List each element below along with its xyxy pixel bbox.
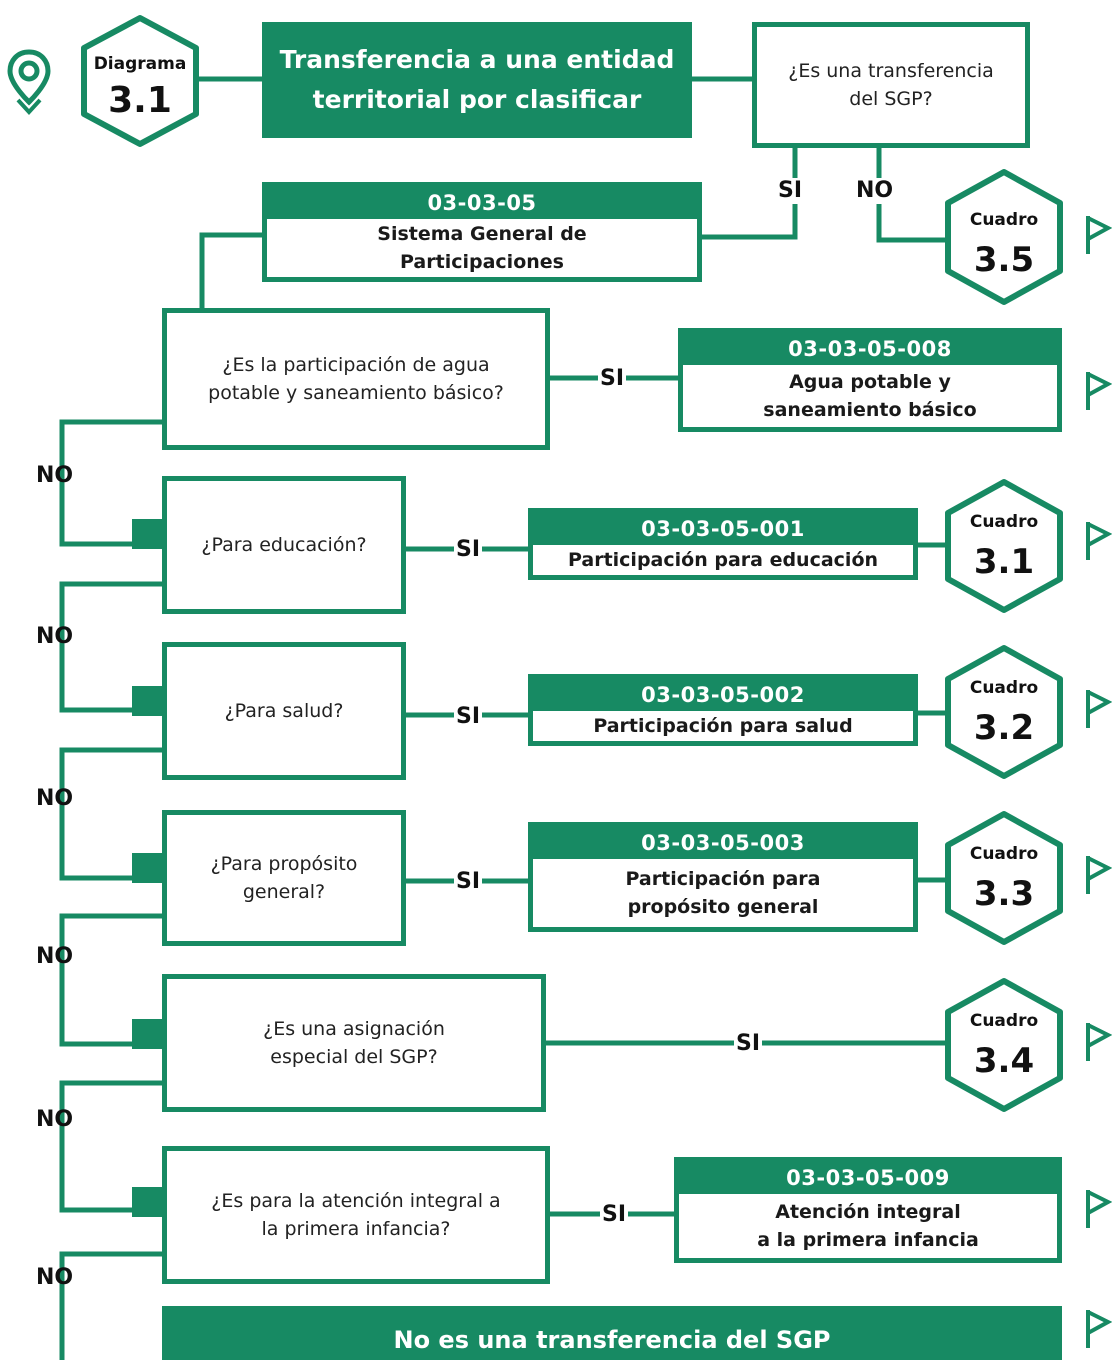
cuadro-3-3[interactable]: Cuadro 3.3 (942, 810, 1066, 946)
si-label: SI (734, 1031, 763, 1057)
cuadro-3-5[interactable]: Cuadro 3.5 (942, 168, 1066, 306)
code-box-salud: 03-03-05-002 Participación para salud (528, 674, 918, 746)
hexagon-shape (945, 645, 1063, 779)
si-label: SI (598, 366, 627, 392)
si-label: SI (454, 704, 483, 730)
code-number: 03-03-05-008 (683, 333, 1057, 365)
code-name: Participación para salud (593, 715, 853, 737)
flag-icon (1086, 856, 1112, 894)
code-box-infancia: 03-03-05-009 Atención integral a la prim… (674, 1157, 1062, 1263)
flag-icon (1086, 690, 1112, 728)
question-sgp: ¿Es una transferencia del SGP? (752, 22, 1030, 148)
code-number: 03-03-05 (267, 187, 697, 219)
flag-icon (1086, 522, 1112, 560)
diagram-number: 3.1 (108, 80, 172, 121)
hexagon-shape (81, 15, 199, 147)
code-name: Agua potable y saneamiento básico (763, 371, 977, 421)
code-number: 03-03-05-002 (533, 679, 913, 711)
code-number: 03-03-05-001 (533, 513, 913, 545)
question-proposito: ¿Para propósito general? (162, 810, 406, 946)
code-number: 03-03-05-009 (679, 1162, 1057, 1194)
cuadro-3-4[interactable]: Cuadro 3.4 (942, 977, 1066, 1113)
code-name: Participación para propósito general (625, 868, 821, 918)
si-label: SI (776, 178, 805, 204)
question-text: ¿Para salud? (224, 700, 344, 722)
no-label: NO (36, 1265, 74, 1290)
flag-icon (1086, 1023, 1112, 1061)
question-asignacion: ¿Es una asignación especial del SGP? (162, 974, 546, 1112)
start-node: Transferencia a una entidad territorial … (262, 22, 692, 138)
hexagon-shape (945, 479, 1063, 613)
code-box-proposito: 03-03-05-003 Participación para propósit… (528, 822, 918, 932)
cuadro-number: 3.5 (973, 240, 1035, 280)
cuadro-number: 3.4 (973, 1041, 1035, 1081)
cuadro-number: 3.2 (973, 708, 1035, 748)
question-infancia: ¿Es para la atención integral a la prime… (162, 1146, 550, 1284)
hexagon-shape (945, 978, 1063, 1112)
hexagon-shape (945, 169, 1063, 305)
flag-icon (1086, 372, 1112, 410)
no-label: NO (36, 1107, 74, 1132)
si-label: SI (454, 869, 483, 895)
flag-icon (1086, 1190, 1112, 1228)
location-pin-icon (7, 49, 51, 115)
question-text: ¿Es para la atención integral a la prime… (211, 1190, 501, 1240)
diagram-badge: Diagrama 3.1 (78, 14, 202, 148)
question-text: ¿Para propósito general? (210, 853, 358, 903)
code-name: Atención integral a la primera infancia (757, 1201, 979, 1251)
hexagon-shape (945, 811, 1063, 945)
no-label: NO (36, 786, 74, 811)
cuadro-label: Cuadro (969, 210, 1039, 230)
question-agua: ¿Es la participación de agua potable y s… (162, 308, 550, 450)
cuadro-label: Cuadro (969, 844, 1039, 864)
code-name: Participación para educación (567, 549, 879, 571)
cuadro-label: Cuadro (969, 678, 1039, 698)
cuadro-number: 3.3 (973, 874, 1035, 914)
question-salud: ¿Para salud? (162, 642, 406, 780)
cuadro-3-2[interactable]: Cuadro 3.2 (942, 644, 1066, 780)
cuadro-label: Cuadro (969, 512, 1039, 532)
no-label: NO (36, 624, 74, 649)
no-label: NO (854, 178, 896, 204)
question-text: ¿Para educación? (201, 534, 367, 556)
cuadro-label: Cuadro (969, 1011, 1039, 1031)
end-node: No es una transferencia del SGP (162, 1306, 1062, 1360)
si-label: SI (600, 1202, 629, 1228)
question-text: ¿Es la participación de agua potable y s… (208, 354, 504, 404)
question-educacion: ¿Para educación? (162, 476, 406, 614)
flag-icon (1086, 216, 1112, 254)
cuadro-3-1[interactable]: Cuadro 3.1 (942, 478, 1066, 614)
si-label: SI (454, 537, 483, 563)
code-box-educacion: 03-03-05-001 Participación para educació… (528, 508, 918, 580)
no-label: NO (36, 463, 74, 488)
flag-icon (1086, 1310, 1112, 1348)
code-name: Sistema General de Participaciones (377, 223, 587, 273)
diagram-label: Diagrama (93, 54, 187, 74)
code-box-agua: 03-03-05-008 Agua potable y saneamiento … (678, 328, 1062, 432)
code-number: 03-03-05-003 (533, 827, 913, 859)
question-text: ¿Es una asignación especial del SGP? (263, 1018, 445, 1068)
cuadro-number: 3.1 (973, 542, 1035, 582)
question-text: ¿Es una transferencia del SGP? (788, 60, 994, 110)
no-label: NO (36, 944, 74, 969)
code-box-sgp: 03-03-05 Sistema General de Participacio… (262, 182, 702, 282)
